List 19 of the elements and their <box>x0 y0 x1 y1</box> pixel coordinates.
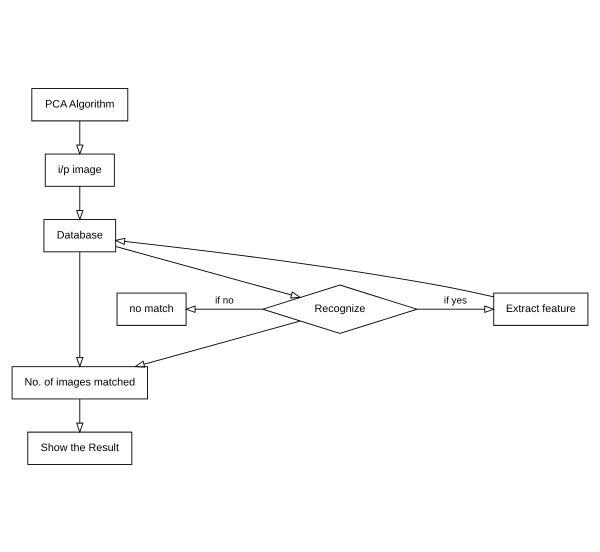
edge-label: if no <box>215 295 234 306</box>
arrow <box>184 304 264 313</box>
arrow <box>76 120 84 155</box>
node-box: No. of images matched <box>12 366 148 399</box>
arrow <box>134 320 301 368</box>
node-box: i/p image <box>44 153 115 186</box>
arrow <box>76 186 84 220</box>
node-box: Database <box>43 218 116 252</box>
arrow <box>114 237 494 297</box>
node-box: no match <box>116 292 187 326</box>
node-box: Extract feature <box>493 292 588 326</box>
edge-label: if yes <box>444 295 467 306</box>
arrow <box>76 398 84 433</box>
node-box: PCA Algorithm <box>31 88 128 121</box>
node-box: Show the Result <box>27 431 132 464</box>
arrow <box>416 304 496 313</box>
arrow <box>115 246 302 298</box>
node-diamond: Recognize <box>261 284 419 334</box>
arrow <box>76 250 84 368</box>
